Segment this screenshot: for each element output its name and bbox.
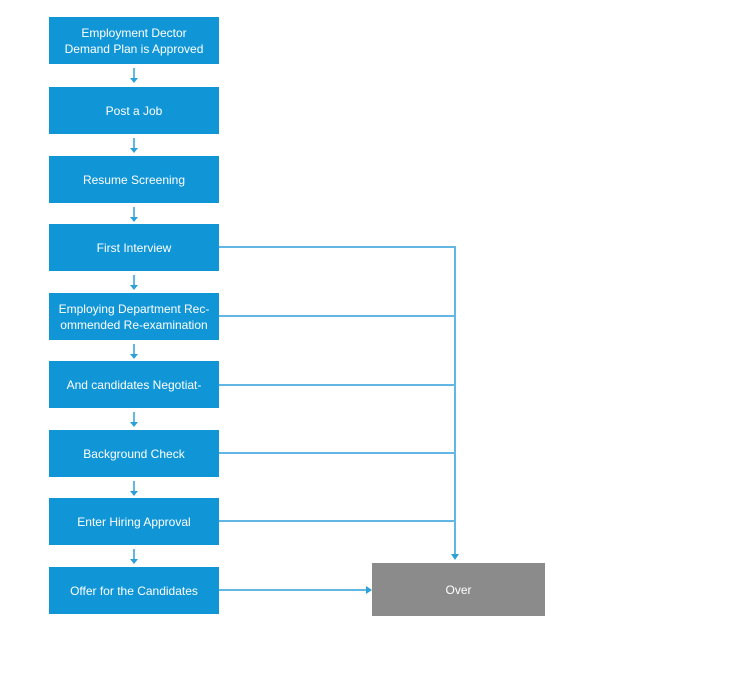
node-label-line: First Interview bbox=[96, 240, 172, 255]
node-label-line: ommended Re-examination bbox=[60, 317, 208, 332]
node-label-line: Demand Plan is Approved bbox=[64, 41, 204, 56]
flow-node-candidates-negotiate: And candidates Negotiat- bbox=[49, 361, 219, 408]
connector-department-reexamination-to-rail bbox=[219, 315, 456, 317]
node-label-line: Offer for the Candidates bbox=[70, 583, 198, 598]
node-label-line: Employing Department Rec- bbox=[58, 301, 210, 316]
flow-node-demand-plan-approved: Employment Dector Demand Plan is Approve… bbox=[49, 17, 219, 64]
flow-node-over: Over bbox=[372, 563, 545, 616]
down-arrow-icon bbox=[129, 275, 139, 291]
down-arrow-icon bbox=[129, 549, 139, 565]
connector-enter-hiring-approval-to-rail bbox=[219, 520, 456, 522]
connector-offer-to-over bbox=[219, 589, 367, 591]
node-label-line: Background Check bbox=[83, 446, 185, 461]
node-label-line: Over bbox=[445, 582, 472, 597]
connector-background-check-to-rail bbox=[219, 452, 456, 454]
node-label-line: Employment Dector bbox=[81, 25, 187, 40]
down-arrow-icon bbox=[451, 554, 459, 560]
node-label-line: And candidates Negotiat- bbox=[66, 377, 202, 392]
right-arrow-icon bbox=[366, 586, 372, 594]
flow-node-offer-for-candidates: Offer for the Candidates bbox=[49, 567, 219, 614]
flow-node-enter-hiring-approval: Enter Hiring Approval bbox=[49, 498, 219, 545]
flow-node-post-a-job: Post a Job bbox=[49, 87, 219, 134]
connector-candidates-negotiate-to-rail bbox=[219, 384, 456, 386]
down-arrow-icon bbox=[129, 207, 139, 223]
node-label-line: Enter Hiring Approval bbox=[77, 514, 191, 529]
flow-node-background-check: Background Check bbox=[49, 430, 219, 477]
flow-node-resume-screening: Resume Screening bbox=[49, 156, 219, 203]
connector-first-interview-to-rail bbox=[219, 246, 456, 248]
down-arrow-icon bbox=[129, 344, 139, 360]
down-arrow-icon bbox=[129, 481, 139, 497]
node-label-line: Post a Job bbox=[105, 103, 163, 118]
flow-node-first-interview: First Interview bbox=[49, 224, 219, 271]
flow-node-department-reexamination: Employing Department Rec- ommended Re-ex… bbox=[49, 293, 219, 340]
down-arrow-icon bbox=[129, 68, 139, 84]
down-arrow-icon bbox=[129, 138, 139, 154]
down-arrow-icon bbox=[129, 412, 139, 428]
collector-rail bbox=[454, 246, 456, 554]
node-label-line: Resume Screening bbox=[82, 172, 186, 187]
